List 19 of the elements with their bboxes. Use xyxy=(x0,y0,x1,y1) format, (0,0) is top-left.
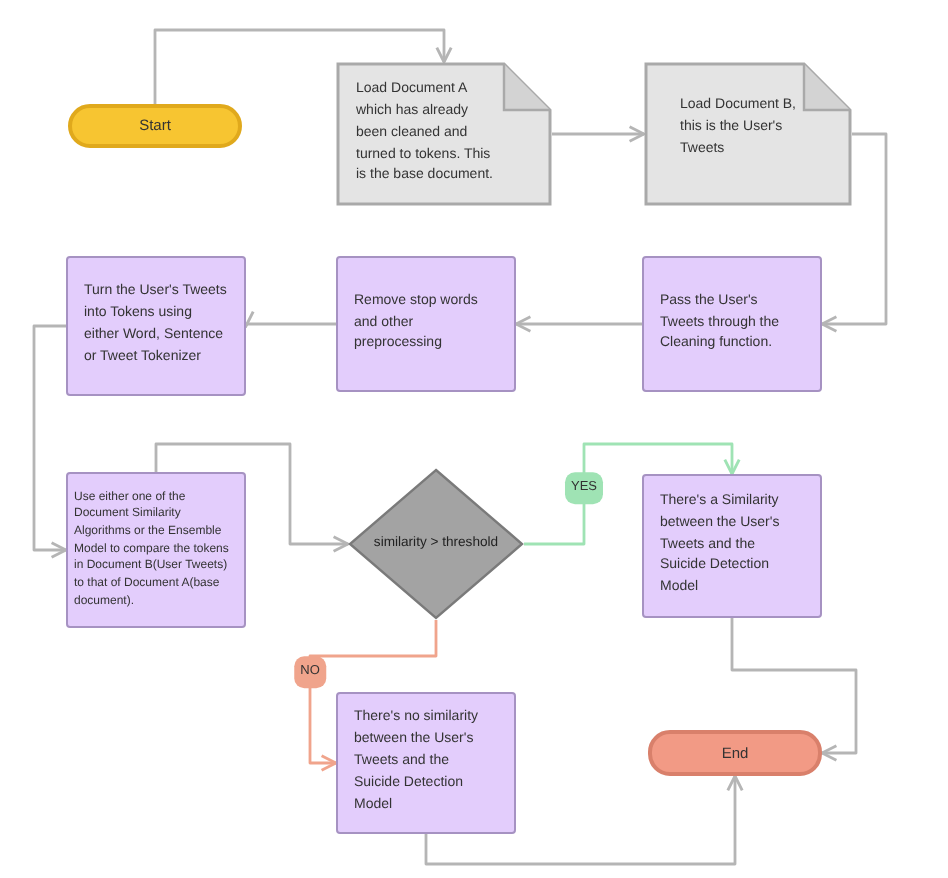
process-box xyxy=(642,256,822,392)
arrow xyxy=(153,28,453,104)
decision-diamond xyxy=(348,468,524,620)
arrow xyxy=(730,618,858,762)
arrow xyxy=(154,442,350,553)
arrow xyxy=(552,125,646,143)
arrow xyxy=(524,442,741,546)
arrow xyxy=(514,315,642,333)
process-box xyxy=(642,474,822,618)
process-box xyxy=(66,472,246,628)
arrow xyxy=(424,774,744,866)
process-box xyxy=(66,256,246,396)
start-terminal xyxy=(68,104,242,148)
arrow xyxy=(820,132,888,333)
arrow xyxy=(32,324,68,559)
process-box xyxy=(336,692,516,834)
process-box xyxy=(336,256,516,392)
arrow xyxy=(308,620,438,772)
end-terminal xyxy=(648,730,822,776)
